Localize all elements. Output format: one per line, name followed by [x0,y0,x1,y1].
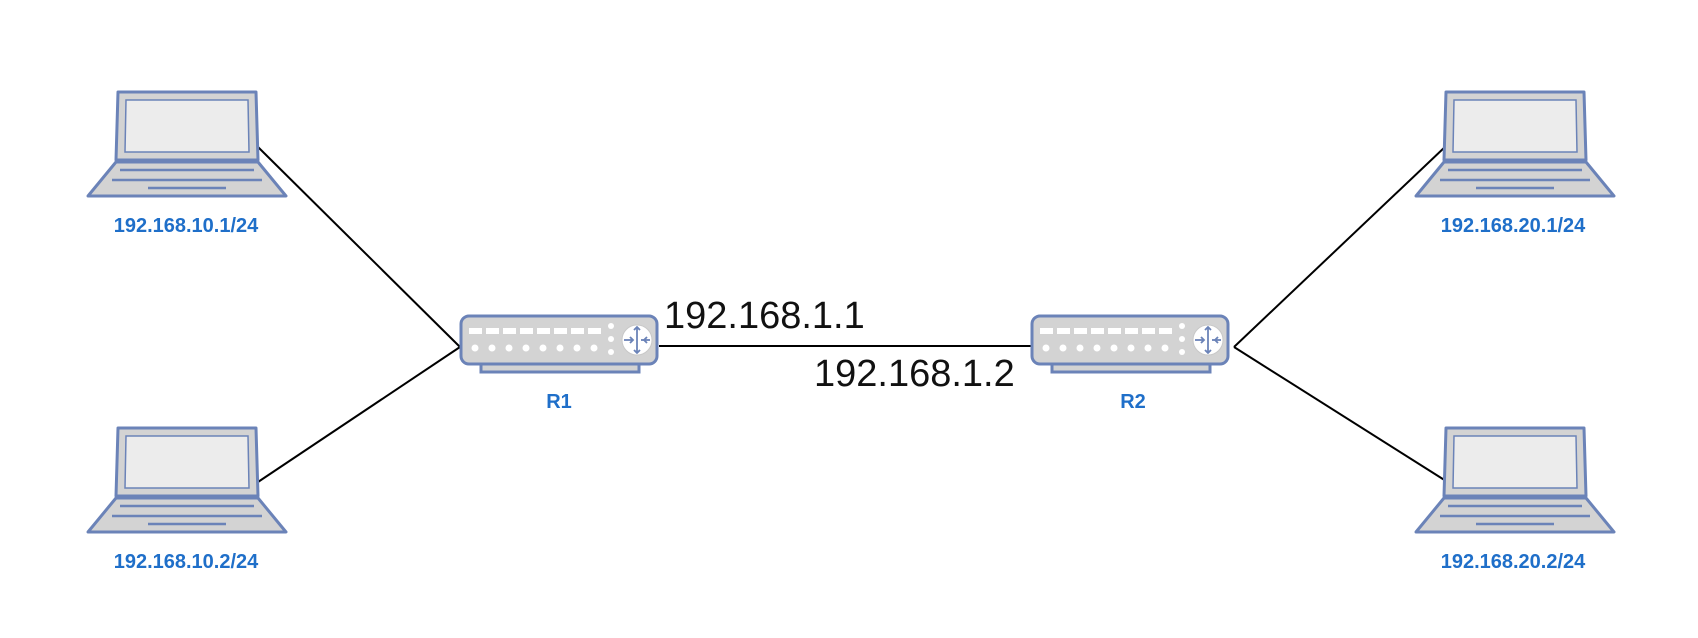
host-label-10-1: 192.168.10.1/24 [113,215,259,237]
link-ip-label-r2: 192.168.1.2 [814,353,1015,395]
router-icon[interactable] [1030,314,1230,374]
host-label-10-2: 192.168.10.2/24 [113,551,259,573]
link-host-10-1-to-r1 [257,146,461,348]
link-ip-label-r1: 192.168.1.1 [664,295,865,337]
host-label-20-1: 192.168.20.1/24 [1440,215,1586,237]
router-icon[interactable] [459,314,659,374]
link-r2-to-host-20-1 [1233,145,1447,348]
link-host-10-2-to-r1 [257,346,461,483]
laptop-icon[interactable] [86,426,288,534]
laptop-icon[interactable] [1414,426,1616,534]
router-label-r2: R2 [1120,391,1146,413]
link-r2-to-host-20-2 [1233,346,1447,482]
host-label-20-2: 192.168.20.2/24 [1440,551,1586,573]
laptop-icon[interactable] [1414,90,1616,198]
laptop-icon[interactable] [86,90,288,198]
router-label-r1: R1 [546,391,572,413]
